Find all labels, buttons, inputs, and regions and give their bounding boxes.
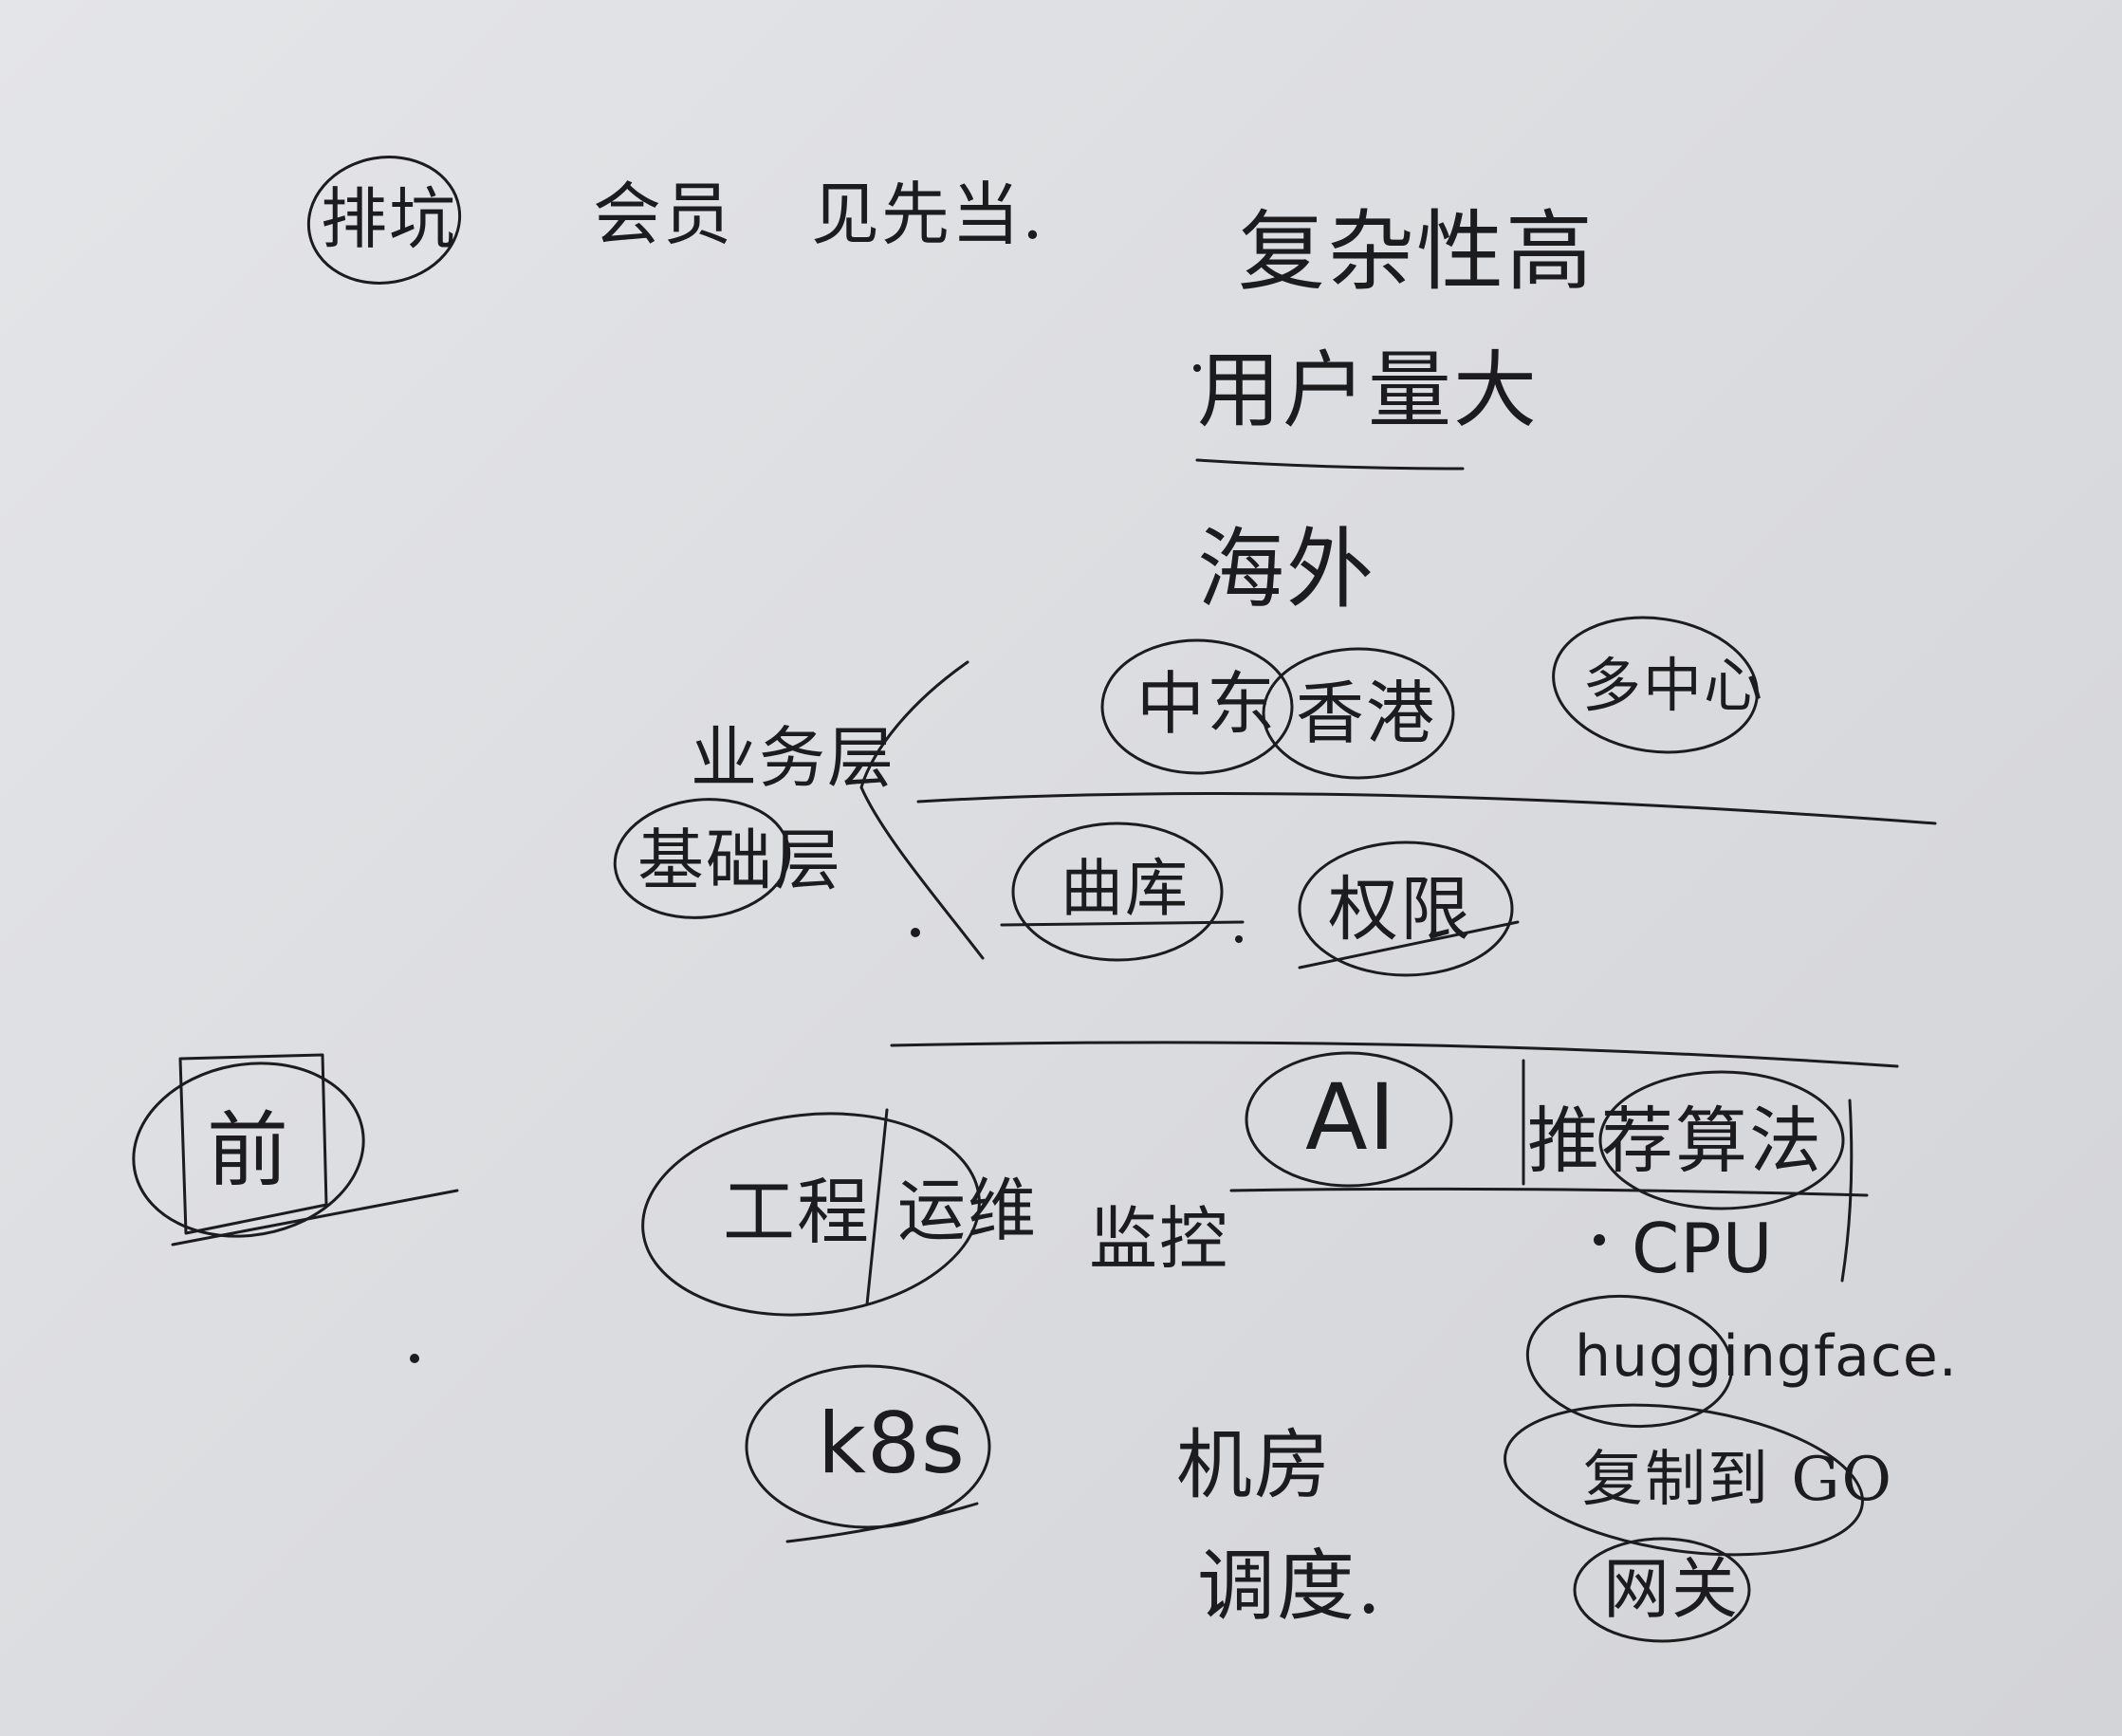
monitor-label: 监控 bbox=[1089, 1199, 1230, 1279]
overseas-label: 海外 bbox=[1197, 519, 1376, 620]
base-2-label: 权限 bbox=[1328, 869, 1472, 951]
top-note-1: 会员 bbox=[593, 175, 734, 254]
recommend-label: 推荐算法 bbox=[1527, 1099, 1823, 1183]
scheduling-label: 调度. bbox=[1197, 1542, 1384, 1632]
left-box-label: 前 bbox=[207, 1103, 290, 1198]
dot-engineering bbox=[410, 1354, 419, 1363]
region-1-label: 中东 bbox=[1136, 664, 1278, 744]
circle-left-box bbox=[132, 1062, 365, 1238]
divider-line-1 bbox=[916, 791, 1937, 825]
base-2-underline bbox=[1298, 920, 1520, 970]
dot-cpu bbox=[1594, 1234, 1605, 1246]
divider-line-3 bbox=[1229, 1187, 1869, 1197]
circle-item-1 bbox=[1504, 1403, 1864, 1557]
divider-line-2 bbox=[890, 1041, 1899, 1068]
engineering-label: 工程 bbox=[723, 1170, 871, 1254]
dot-header bbox=[1193, 364, 1201, 372]
business-layer-label: 业务层 bbox=[691, 719, 895, 797]
region-3-label: 多中心 bbox=[1582, 651, 1765, 720]
dot-middle bbox=[1235, 935, 1243, 943]
circle-base-layer bbox=[613, 798, 791, 919]
top-note-2: 见先当. bbox=[811, 175, 1045, 254]
cpu-label: CPU bbox=[1632, 1209, 1774, 1288]
header-underline bbox=[1195, 458, 1465, 471]
ops-label: 运维 bbox=[897, 1171, 1039, 1250]
machine-room-label: 机房 bbox=[1176, 1421, 1332, 1509]
ai-label: AI bbox=[1305, 1064, 1396, 1171]
item-2-label: 网关 bbox=[1603, 1550, 1740, 1628]
top-circled-note: 排坑 bbox=[321, 180, 457, 258]
right-vertical-line bbox=[1840, 1099, 1854, 1283]
huggingface-label: huggingface. bbox=[1575, 1323, 1958, 1390]
layer-bracket bbox=[859, 660, 985, 960]
left-box bbox=[178, 1053, 328, 1235]
circle-huggingface bbox=[1525, 1294, 1734, 1429]
circle-k8s bbox=[745, 1364, 991, 1529]
circle-recommend bbox=[1598, 1070, 1845, 1210]
circle-engineering bbox=[641, 1112, 981, 1317]
k8s-label: k8s bbox=[818, 1394, 966, 1492]
circle-ai bbox=[1245, 1051, 1453, 1188]
circle-region-3 bbox=[1552, 616, 1759, 754]
k8s-underline bbox=[785, 1502, 979, 1543]
base-1-label: 曲库 bbox=[1061, 852, 1190, 925]
header-complexity: 复杂性高 bbox=[1238, 201, 1596, 303]
circle-region-1 bbox=[1100, 638, 1294, 775]
base-1-underline bbox=[1000, 920, 1245, 927]
circle-base-2 bbox=[1298, 840, 1514, 977]
left-box-underline bbox=[171, 1189, 459, 1247]
circle-base-1 bbox=[1011, 822, 1224, 962]
region-2-label: 香港 bbox=[1296, 674, 1437, 753]
base-layer-label: 基础层 bbox=[637, 822, 842, 899]
circle-item-2 bbox=[1573, 1537, 1751, 1643]
dot-left bbox=[911, 928, 920, 937]
header-users: 用户量大 bbox=[1197, 342, 1540, 439]
item-1-label: 复制到 GO bbox=[1582, 1445, 1893, 1515]
engineering-divider bbox=[865, 1108, 889, 1306]
circle-region-2 bbox=[1262, 647, 1455, 780]
circle-top-note bbox=[306, 156, 462, 285]
